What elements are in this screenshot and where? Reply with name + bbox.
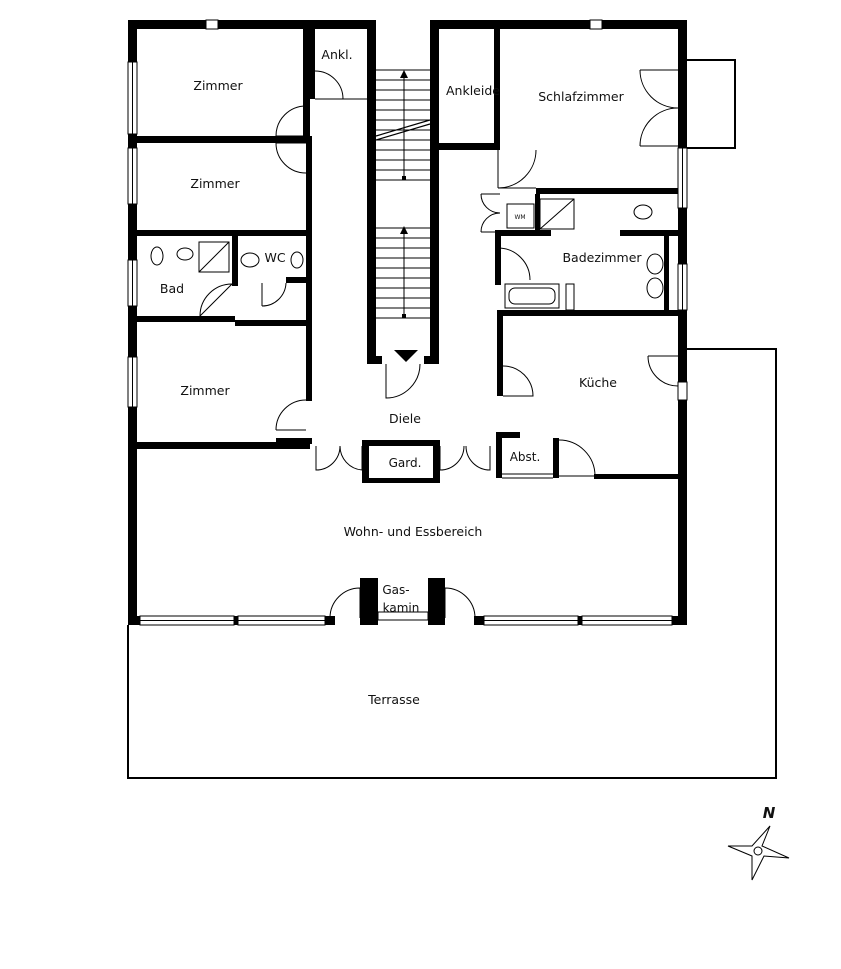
label-schlafzimmer: Schlafzimmer [538, 89, 624, 104]
terrace-outline [127, 348, 777, 779]
entrance-arrow [394, 350, 418, 362]
label-gard: Gard. [389, 456, 422, 470]
compass-north-label: N [763, 804, 776, 822]
label-diele: Diele [389, 411, 421, 426]
label-abst: Abst. [510, 450, 541, 464]
label-zimmer-3: Zimmer [180, 383, 230, 398]
label-bad: Bad [160, 281, 184, 296]
balcony-outline [684, 59, 736, 149]
label-zimmer-2: Zimmer [190, 176, 240, 191]
label-ankl: Ankl. [321, 47, 352, 62]
doors [199, 34, 679, 619]
staircase [375, 69, 431, 319]
label-ankleide: Ankleide [446, 83, 500, 98]
interior-walls [137, 29, 678, 483]
label-wm: WM [514, 214, 525, 221]
room-labels: Zimmer Zimmer Zimmer Ankl. Ankleide Schl… [160, 47, 642, 707]
compass-rose: N [727, 804, 790, 881]
label-gaskamin-2: kamin [383, 601, 420, 615]
bath-fixtures [150, 198, 664, 311]
label-terrasse: Terrasse [367, 692, 420, 707]
label-gaskamin-1: Gas- [382, 583, 409, 597]
stair-arrows [394, 70, 418, 362]
label-wohn-essbereich: Wohn- und Essbereich [344, 524, 483, 539]
label-zimmer-1: Zimmer [193, 78, 243, 93]
label-wc: WC [264, 250, 285, 265]
exterior-walls [128, 20, 687, 625]
windows [127, 19, 688, 626]
label-badezimmer: Badezimmer [562, 250, 642, 265]
label-kueche: Küche [579, 375, 617, 390]
